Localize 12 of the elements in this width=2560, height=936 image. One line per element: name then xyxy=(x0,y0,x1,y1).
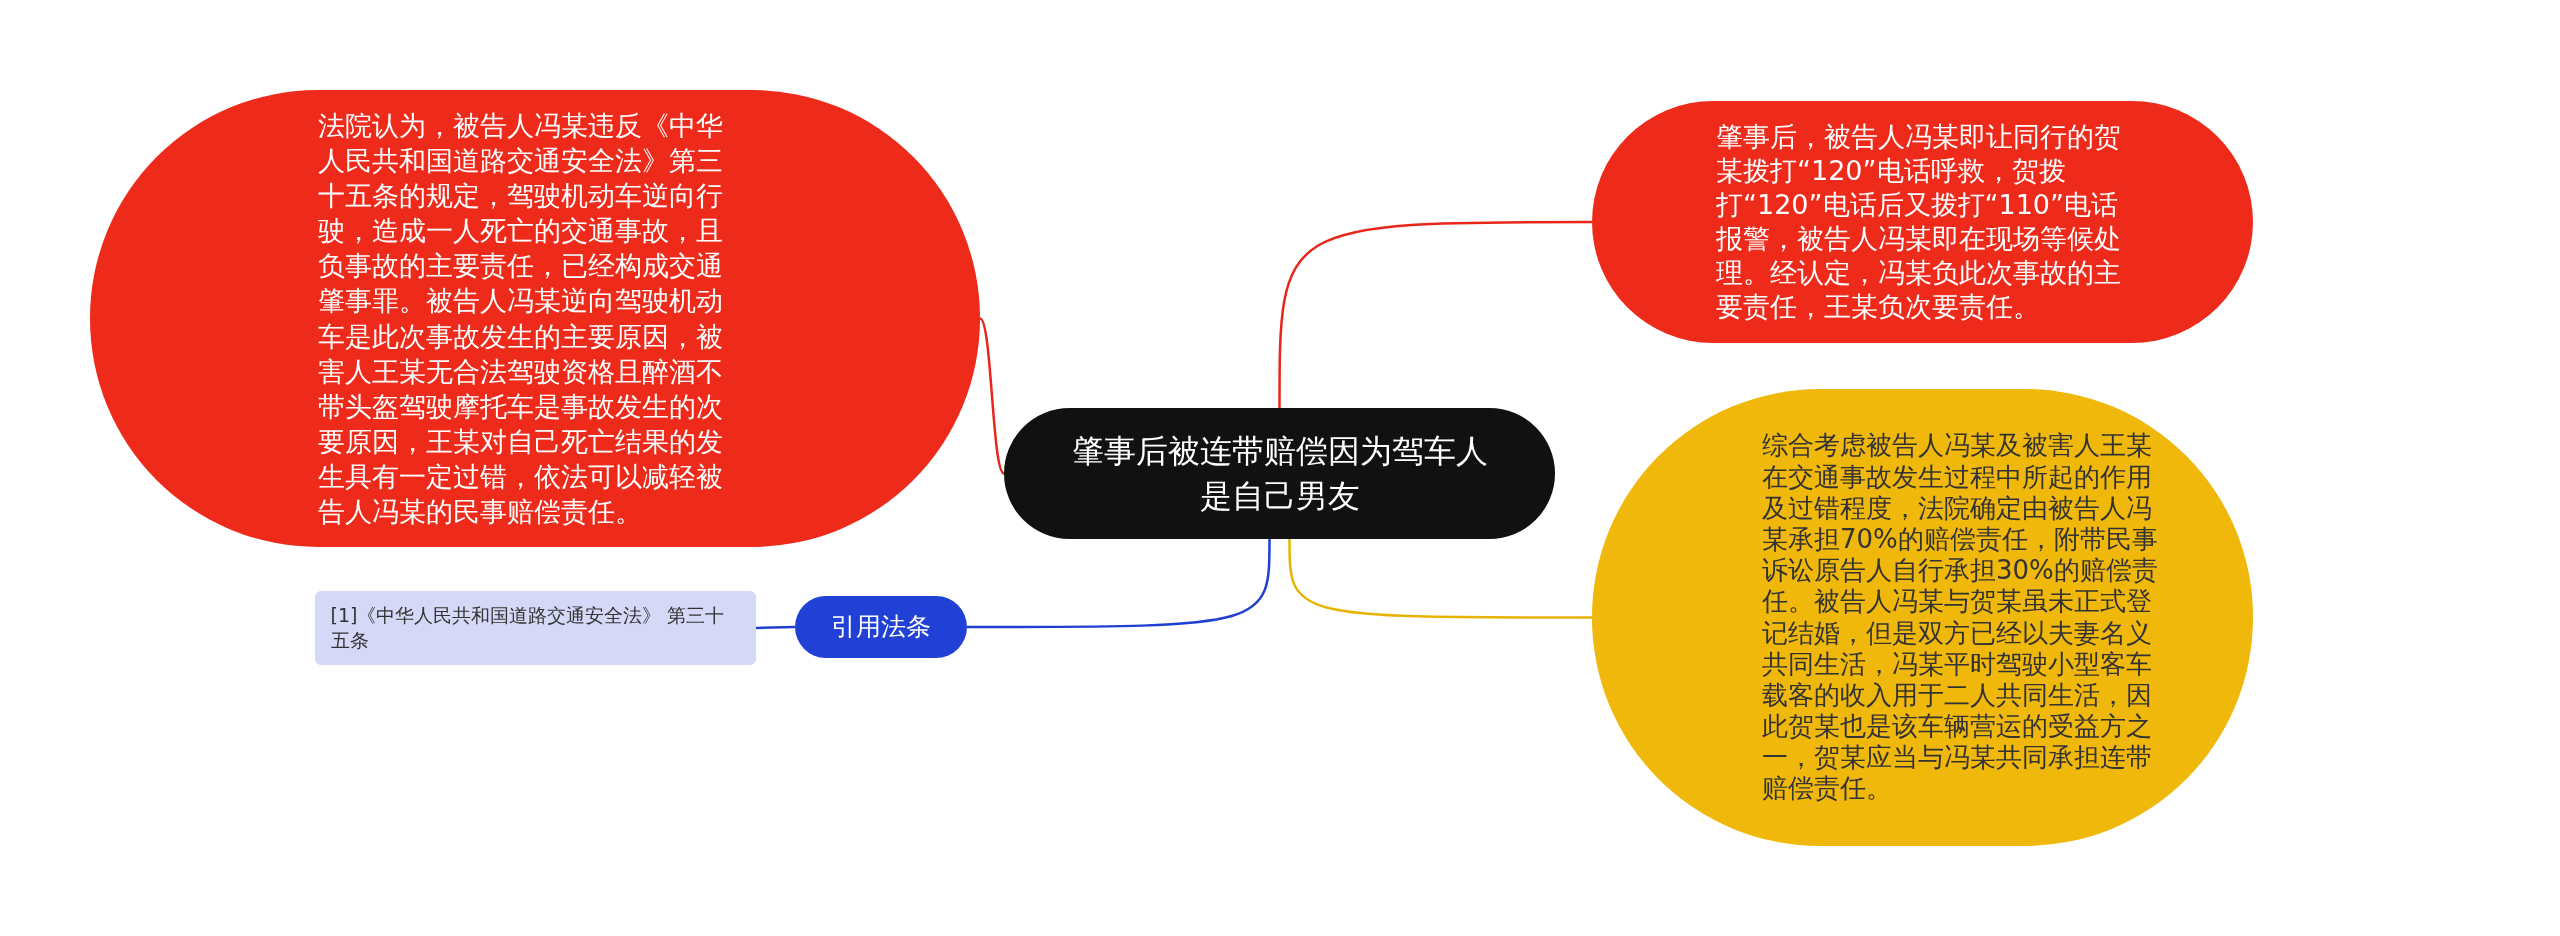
node-text: [1]《中华人民共和国道路交通安全法》 第三十五条 xyxy=(330,603,726,653)
node-text: 法院认为，被告人冯某违反《中华人民共和国道路交通安全法》第三十五条的规定，驾驶机动车逆向行驶，造成一人死亡的交通事故，且负事故的主要责任，已经构成交通肇事罪。被告人冯某逆向驾驶机动车是此次事故发生的主要原因，被害人王某无合法驾驶资格且醉酒不带头盔驾驶摩托车是事故发生的次要原因，王某对自己死亡结果的发生具有一定过错，依法可以减轻被告人冯某的民事赔偿责任。 xyxy=(318,108,724,529)
node-text: 肇事后被连带赔偿因为驾车人是自己男友 xyxy=(1070,430,1489,517)
connector-line xyxy=(755,625,796,630)
node-text: 肇事后，被告人冯某即让同行的贺某拨打“120”电话呼救，贺拨打“120”电话后又拨打“110”电话报警，被告人冯某即在现场等候处理。经认定，冯某负此次事故的主要责任，王某负次要责任。 xyxy=(1716,119,2122,325)
node-text: 综合考虑被告人冯某及被害人王某在交通事故发生过程中所起的作用及过错程度，法院确定由被告人冯某承担70%的赔偿责任，附带民事诉讼原告人自行承担30%的赔偿责任。被告人冯某与贺某虽未正式登记结婚，但是双方已经以夫妻名义共同生活，冯某平时驾驶小型客车载客的收入用于二人共同生活，因此贺某也是该车辆营运的受益方之一，贺某应当与冯某共同承担连带赔偿责任。 xyxy=(1762,430,2159,805)
connector-line xyxy=(967,539,1271,629)
node-text: 引用法条 xyxy=(830,612,932,642)
note-card xyxy=(315,591,756,665)
connector-line xyxy=(979,317,1005,475)
connector-line xyxy=(1288,539,1592,619)
connector-line xyxy=(1278,220,1592,408)
